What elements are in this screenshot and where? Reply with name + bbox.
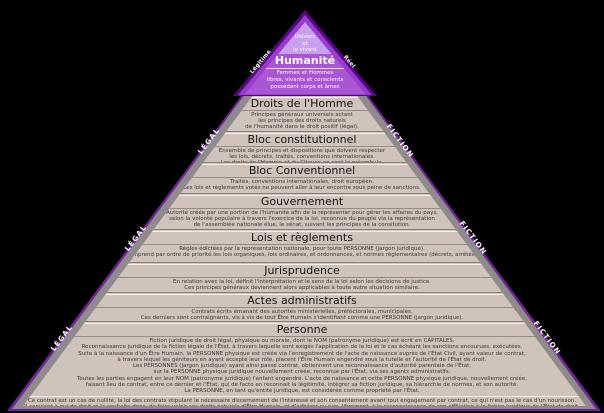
section-text-line: faisant lieu de contrat, entre ce dernie… [85,382,519,389]
humanite-title: Humanité [274,54,336,67]
section-text-line: Ce contrat est un cas de nullité, la loi… [23,395,586,404]
section-text-line: Ces principes généraux deviennent alors … [184,285,420,292]
humanite-subtitle: Femmes et Hommes libres, vivants et cons… [245,70,365,91]
section-jurisprudence: Jurisprudence En relation avec la loi, d… [23,262,586,293]
section-text-line: selon la volonté populaire à travers l'e… [169,216,435,223]
section-text-line: Traités, conventions internationales, dr… [230,179,374,185]
section-title: Personne [23,322,586,337]
section-actes-administratifs: Actes administratifs Contrats écrits éma… [23,292,586,322]
section-title: Lois et règlements [23,230,586,245]
section-title: Actes administratifs [23,293,586,308]
section-text-line: Ensemble de principes et dispositions qu… [218,148,386,154]
section-text-line: Suite à la naissance d'un Être Humain, l… [78,350,526,357]
humanite-subtitle-line: libres, vivants et conscients [266,77,344,83]
section-text-line: les lois, décrets, traités, conventions … [229,154,375,161]
section-text-line: Ces derniers sont contraignants, vis à v… [140,315,464,322]
section-text-line: Les droits de l'Homme et du Citoyen en s… [23,160,586,163]
section-title: Bloc constitutionnel [23,132,586,147]
section-text-line: de l'humanité dans le droit positif (lég… [245,124,359,131]
section-text-line: les principes des droits naturels [258,118,346,125]
section-text-line: sur la PERSONNE physique juridique nouve… [153,369,451,376]
humanite-subtitle-line: possédant corps et âmes [270,84,340,90]
section-bloc-conventionnel: Bloc Conventionnel Traités, conventions … [23,162,586,194]
section-text-line: Contrats écrits émanant des autorités mi… [191,309,413,315]
section-bloc-constitutionnel: Bloc constitutionnel Ensemble de princip… [23,131,586,163]
univers-line: Univers [294,34,316,40]
section-text-line: Il convient à qui de droit et le souhait… [24,403,580,408]
section-title: Bloc Conventionnel [23,163,586,178]
section-title: Droits de l'Homme [23,96,586,111]
section-text-line: Fiction juridique de droit légal, physiq… [149,338,455,344]
section-title: Gouvernement [23,194,586,209]
section-title: Jurisprudence [23,263,586,278]
section-text-line: Comprend par ordre de priorité les lois … [125,252,479,259]
section-text-line: Reconnaissance juridique de la fiction l… [81,344,523,351]
section-text-line: Règles édictées par la représentation na… [179,246,425,252]
section-text-line: de l'assemblée nationale élue, le sénat,… [193,222,411,229]
section-text-line: La PERSONNE, en tant qu'entité juridique… [184,388,420,395]
univers-line: et [302,40,308,47]
section-text-line: En relation avec la loi, définit l'inter… [173,279,431,285]
section-text-line: Principes généraux universels actant [251,112,353,118]
section-personne: Personne Fiction juridique de droit léga… [23,321,586,408]
section-text-line: Autorité créée par une portion de l'huma… [165,210,439,216]
section-text-line: Les PERSONNES (jargon juridique) ayant a… [132,363,472,370]
section-droits-de-lhomme: Droits de l'Homme Principes généraux uni… [23,95,586,132]
humanite-underline [257,68,353,69]
univers-text: Univers et le vivant [245,34,365,54]
humanite-subtitle-line: Femmes et Hommes [276,70,334,76]
section-text-line: Les lois et règlements votés ne peuvent … [183,185,421,192]
section-gouvernement: Gouvernement Autorité créée par une port… [23,193,586,230]
section-text-line: Toutes les parties engagent en leur NOM … [76,375,528,382]
univers-line: le vivant [293,47,317,53]
section-text-line: à travers lequel les géniteurs en ayant … [117,356,487,363]
section-lois-et-reglements: Lois et règlements Règles édictées par l… [23,229,586,263]
